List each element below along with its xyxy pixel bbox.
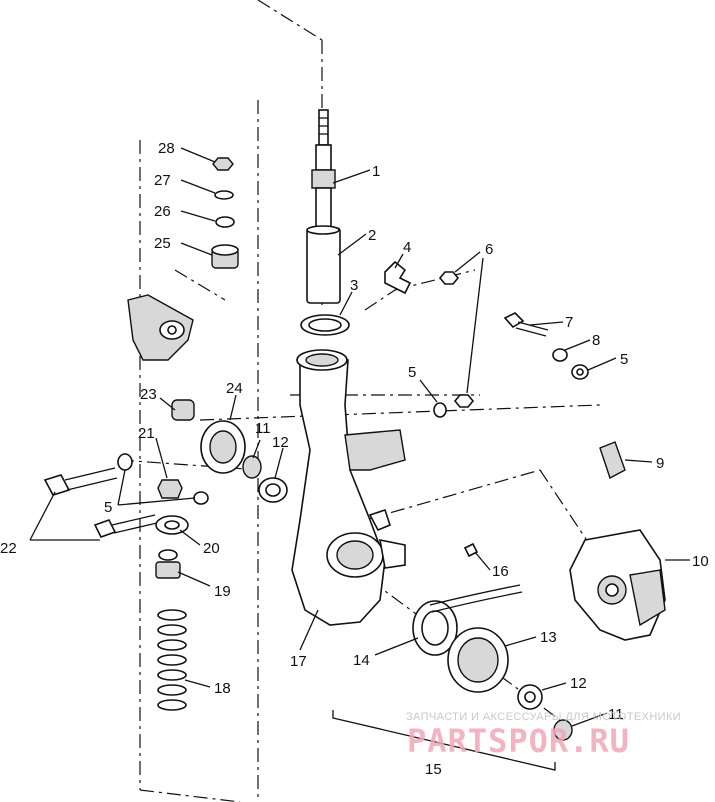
callout-labels: 1 2 3 4 5 5 5 6 7 8 9 10 11 11 12 12 13 … xyxy=(0,140,709,778)
inner-bearing-set xyxy=(200,420,288,503)
spindle-knuckle xyxy=(291,349,406,626)
callout-10: 10 xyxy=(692,553,709,570)
bracket-15 xyxy=(332,710,556,771)
callout-21: 21 xyxy=(138,425,155,442)
callout-12b: 12 xyxy=(570,675,587,692)
brake-pad xyxy=(599,441,626,480)
callout-19: 19 xyxy=(214,583,231,600)
left-hardware xyxy=(117,399,209,505)
callout-17: 17 xyxy=(290,653,307,670)
callout-6: 6 xyxy=(485,241,493,258)
callout-7: 7 xyxy=(565,314,573,331)
upper-mount xyxy=(127,294,194,361)
callout-25: 25 xyxy=(154,235,171,252)
callout-8: 8 xyxy=(592,332,600,349)
callout-5c: 5 xyxy=(104,499,112,516)
callout-18: 18 xyxy=(214,680,231,697)
leader-lines xyxy=(29,147,690,727)
callout-12a: 12 xyxy=(272,434,289,451)
grease-fitting xyxy=(429,542,523,613)
callout-28: 28 xyxy=(158,140,175,157)
callout-16: 16 xyxy=(492,563,509,580)
watermark: ЗАПЧАСТИ И АКСЕССУАРЫ ДЛЯ МОТОТЕХНИКИ PA… xyxy=(406,711,681,760)
outer-bearing-set xyxy=(412,600,573,741)
callout-23: 23 xyxy=(140,386,157,403)
a-arm-bolts xyxy=(43,467,158,538)
top-hardware xyxy=(211,157,239,269)
callout-4: 4 xyxy=(403,239,411,256)
callout-11b: 11 xyxy=(608,706,624,723)
callout-26: 26 xyxy=(154,203,171,220)
brake-caliper xyxy=(569,529,666,641)
coil-spring xyxy=(157,609,187,711)
washer-3 xyxy=(300,314,350,336)
callout-13: 13 xyxy=(540,629,557,646)
callout-3: 3 xyxy=(350,277,358,294)
shock-absorber xyxy=(306,109,341,304)
caliper-bolt-set xyxy=(503,312,589,380)
callout-27: 27 xyxy=(154,172,171,189)
callout-22: 22 xyxy=(0,540,17,557)
callout-2: 2 xyxy=(368,227,376,244)
clip-and-nuts xyxy=(384,260,475,418)
lower-hardware xyxy=(155,515,189,579)
callout-24: 24 xyxy=(226,380,243,397)
callout-11a: 11 xyxy=(255,420,271,437)
callout-5a: 5 xyxy=(408,364,416,381)
callout-5b: 5 xyxy=(620,351,628,368)
watermark-logo: PARTSPOR.RU xyxy=(407,722,630,760)
callout-15: 15 xyxy=(425,761,442,778)
watermark-tagline: ЗАПЧАСТИ И АКСЕССУАРЫ ДЛЯ МОТОТЕХНИКИ xyxy=(406,711,681,723)
callout-1: 1 xyxy=(372,163,380,180)
callout-14: 14 xyxy=(353,652,370,669)
callout-9: 9 xyxy=(656,455,664,472)
callout-20: 20 xyxy=(203,540,220,557)
